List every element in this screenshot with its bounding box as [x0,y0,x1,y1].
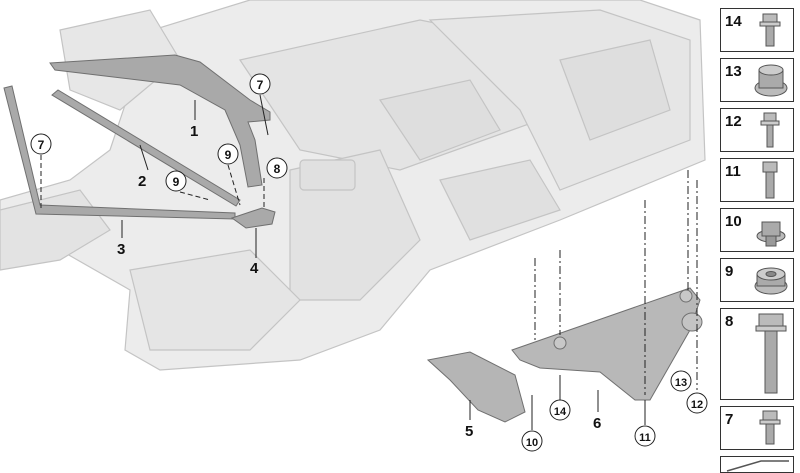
collar-nut-icon [756,221,786,247]
callout-9-lower: 9 [165,170,187,192]
legend-number: 13 [725,63,742,80]
legend-footer [720,456,794,473]
part-4-bracket [230,207,276,229]
long-hex-bolt-icon [755,313,787,394]
part-2-tension-strut [51,89,241,207]
legend-item-8: 8 [720,308,794,400]
svg-text:3: 3 [117,241,125,258]
callout-13: 13 [670,370,692,392]
svg-text:14: 14 [554,406,567,418]
svg-text:9: 9 [173,175,180,189]
svg-text:5: 5 [465,423,473,440]
part-13-nut-shape [681,312,703,332]
wrench-box-icon [726,460,789,472]
svg-text:7: 7 [257,78,264,92]
legend-number: 10 [725,213,742,230]
legend-number: 14 [725,13,742,30]
part-6-mount-boss [679,289,693,303]
callout-1: 1 [190,123,198,140]
svg-text:7: 7 [38,138,45,152]
part-1-strut-brace [49,54,271,188]
callout-7-top: 7 [249,73,271,95]
legend-number: 11 [725,163,741,180]
callout-10: 10 [521,430,543,452]
leader-lines [40,94,698,430]
legend-number: 8 [725,313,734,330]
svg-text:1: 1 [190,123,198,140]
legend-number: 12 [725,113,742,130]
hex-nut-icon [754,267,788,295]
part-6-triangular-brace [511,287,701,401]
callout-12: 12 [686,392,708,414]
callout-4: 4 [250,260,259,277]
svg-text:13: 13 [675,377,687,389]
callout-3: 3 [117,241,125,258]
callout-11: 11 [634,425,656,447]
callout-2: 2 [138,173,146,190]
part-3-cross-strut [3,85,236,220]
svg-text:12: 12 [691,399,703,411]
vehicle-body-shell [0,0,706,371]
callout-labels: 1 2 3 4 5 6 7 7 8 9 9 10 [30,73,708,452]
flange-bolt-icon [760,112,780,148]
fastener-legend: 14 13 12 11 10 [720,8,796,473]
callout-9-upper: 9 [217,143,239,165]
legend-item-11: 11 [720,158,794,202]
part-6-center-boss [553,336,567,350]
svg-text:10: 10 [526,437,538,449]
legend-item-14: 14 [720,8,794,52]
svg-text:9: 9 [225,148,232,162]
svg-text:4: 4 [250,260,259,277]
legend-item-7: 7 [720,406,794,450]
legend-number: 7 [725,411,734,428]
svg-text:6: 6 [593,415,601,432]
legend-number: 9 [725,263,734,280]
callout-8: 8 [266,157,288,179]
nut-tall-icon [754,64,788,97]
legend-item-12: 12 [720,108,794,152]
svg-text:8: 8 [274,162,281,176]
hex-bolt-icon [762,161,778,199]
svg-text:2: 2 [138,173,146,190]
callout-6: 6 [593,415,601,432]
flange-bolt-short-icon [759,13,781,47]
callout-7-left: 7 [30,133,52,155]
svg-text:11: 11 [639,432,651,444]
callout-14: 14 [549,399,571,421]
callout-5: 5 [465,423,473,440]
flange-bolt-small-icon [759,410,781,445]
legend-item-10: 10 [720,208,794,252]
legend-item-13: 13 [720,58,794,102]
legend-item-9: 9 [720,258,794,302]
part-5-plate [426,351,526,423]
